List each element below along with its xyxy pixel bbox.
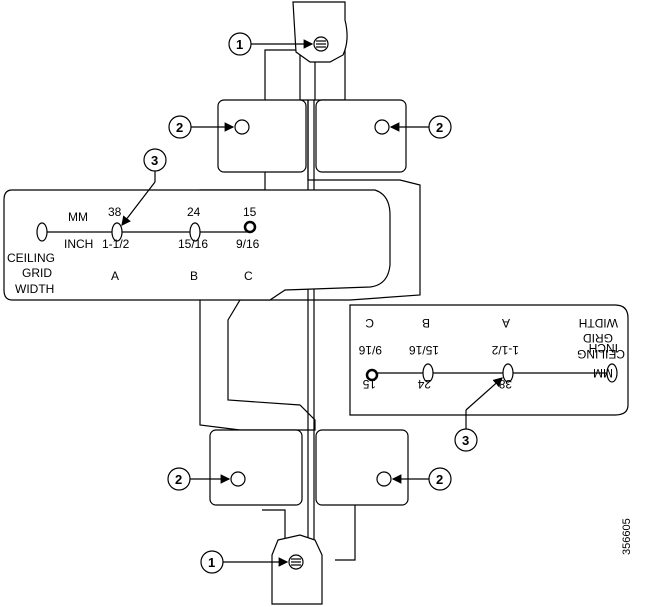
mm-15-right: 15: [362, 377, 376, 391]
right-scale-plate: [349, 304, 629, 416]
svg-text:3: 3: [151, 153, 158, 168]
callout-3-right: 3: [454, 377, 503, 452]
callout-1-bottom: 1: [200, 550, 289, 574]
letter-b-left: B: [190, 269, 198, 283]
mm-15-left: 15: [243, 205, 257, 219]
mm-38-left: 38: [108, 205, 122, 219]
svg-text:1: 1: [208, 555, 215, 570]
figure-id: 356605: [621, 518, 633, 555]
mm-label-left: MM: [68, 210, 88, 224]
tab-bottom-right: [315, 429, 409, 506]
callout-1-top: 1: [228, 32, 314, 56]
ceiling-label-right: CEILING: [577, 347, 625, 361]
letter-a-left: A: [111, 269, 119, 283]
inch-1-1-2-left: 1-1/2: [102, 237, 130, 251]
grid-label-right: GRID: [583, 331, 613, 345]
mm-24-right: 24: [417, 377, 431, 391]
letter-c-right: C: [365, 316, 374, 330]
bottom-clip: [271, 534, 323, 605]
left-scale-plate: [3, 189, 391, 301]
svg-text:2: 2: [176, 120, 183, 135]
top-clip: [292, 1, 348, 63]
inch-1-1-2-right: 1-1/2: [491, 343, 519, 357]
inch-15-16-left: 15/16: [178, 237, 208, 251]
ceiling-label-left: CEILING: [7, 251, 55, 265]
svg-text:1: 1: [236, 37, 243, 52]
callout-2-top-left: 2: [168, 115, 235, 139]
letter-c-left: C: [244, 269, 253, 283]
mm-24-left: 24: [187, 205, 201, 219]
width-label-left: WIDTH: [15, 282, 54, 296]
inch-9-16-left: 9/16: [236, 237, 260, 251]
svg-text:2: 2: [436, 120, 443, 135]
inch-label-right: INCH: [589, 341, 618, 355]
callout-3-left: 3: [121, 148, 167, 226]
mm-label-right: MM: [593, 366, 613, 380]
svg-text:3: 3: [462, 433, 469, 448]
inch-15-16-right: 15/16: [409, 343, 439, 357]
tab-top-left: [217, 99, 307, 173]
svg-text:2: 2: [175, 472, 182, 487]
callout-2-bottom-left: 2: [167, 467, 231, 491]
callout-2-top-right: 2: [389, 115, 452, 139]
callout-2-bottom-right: 2: [391, 467, 452, 491]
svg-text:2: 2: [436, 472, 443, 487]
letter-b-right: B: [422, 316, 430, 330]
width-label-right: WIDTH: [579, 316, 618, 330]
inch-9-16-right: 9/16: [358, 343, 382, 357]
grid-label-left: GRID: [22, 266, 52, 280]
inch-label-left: INCH: [64, 237, 93, 251]
tab-top-right: [315, 99, 407, 173]
letter-a-right: A: [502, 316, 510, 330]
tab-bottom-left: [209, 429, 303, 506]
